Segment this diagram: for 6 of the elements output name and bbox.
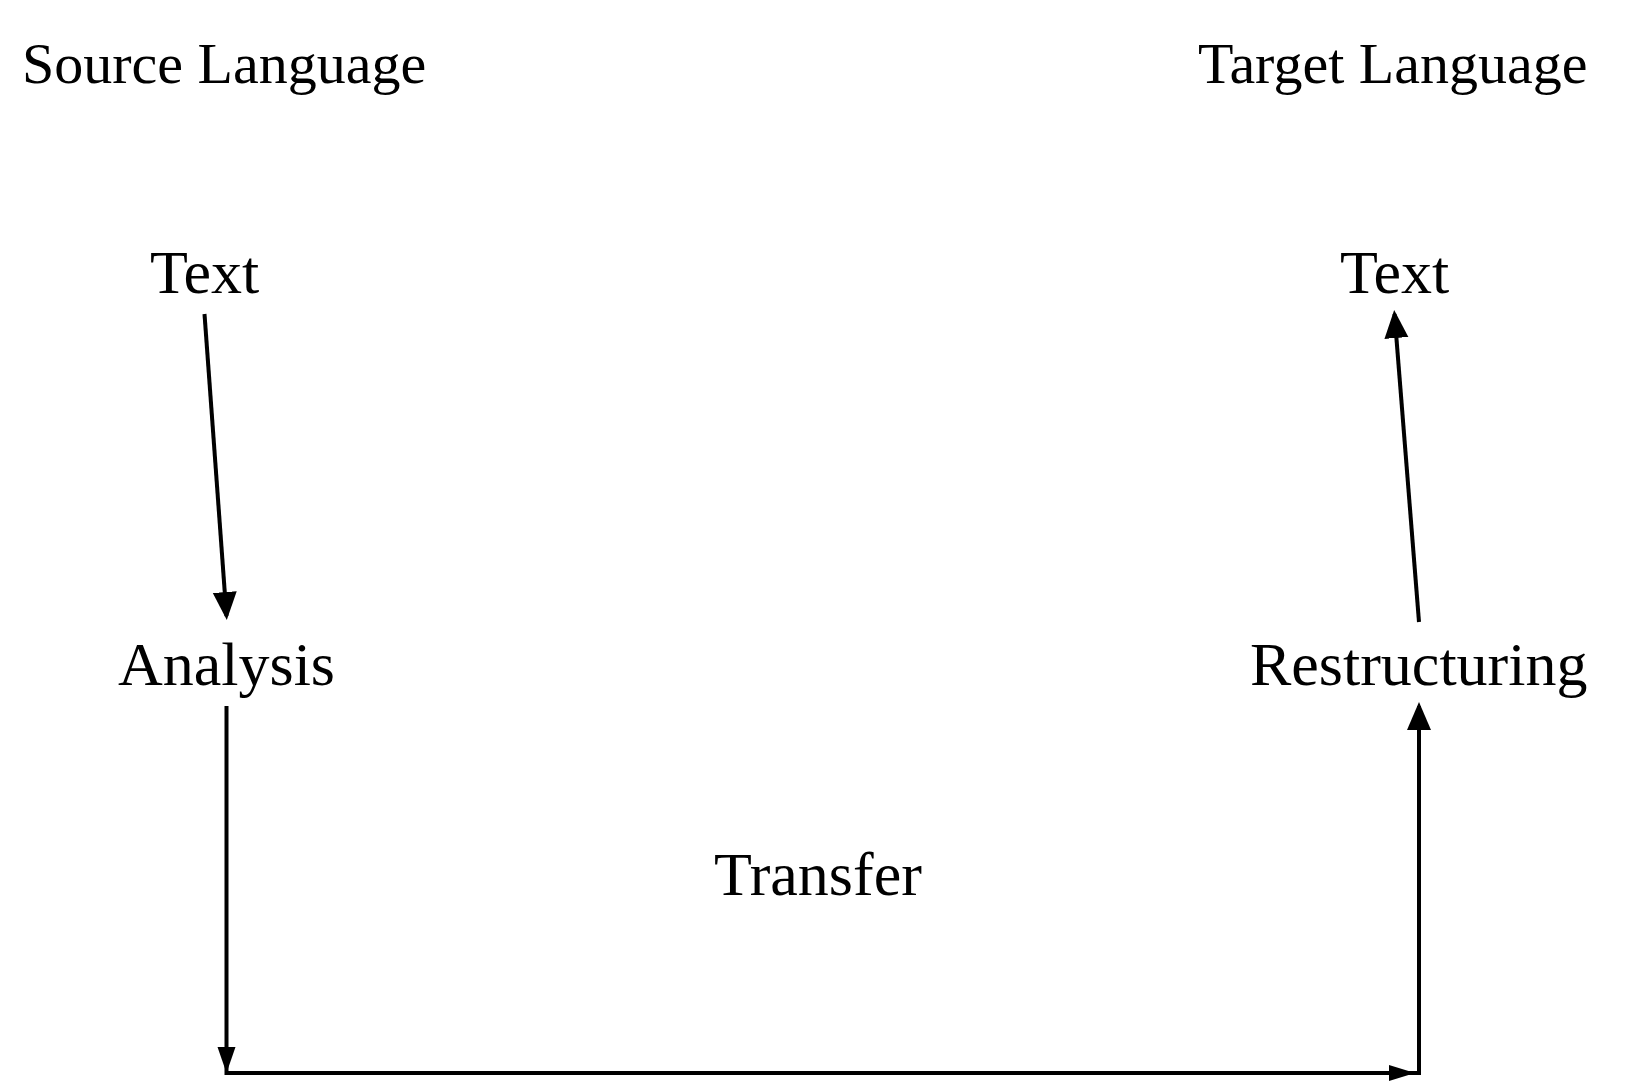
- heading-label: Source Language: [22, 32, 427, 96]
- step-label: Text: [1340, 238, 1450, 307]
- step-label: Text: [150, 238, 260, 307]
- step-label: Restructuring: [1250, 630, 1588, 699]
- heading-label: Target Language: [1198, 32, 1588, 96]
- step-label: Analysis: [118, 630, 335, 699]
